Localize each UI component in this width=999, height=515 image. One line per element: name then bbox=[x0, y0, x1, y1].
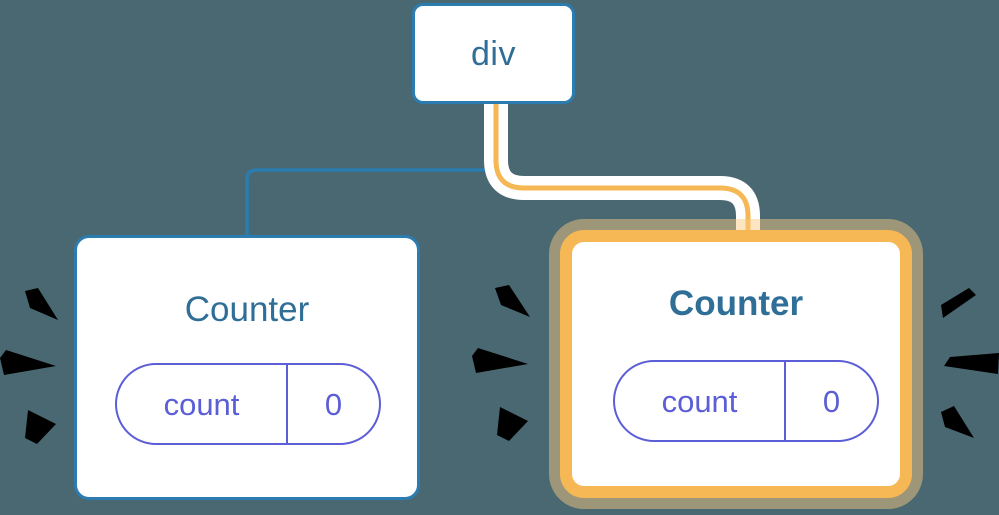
state-value-label: 0 bbox=[286, 365, 379, 443]
spark-right-orange bbox=[941, 288, 999, 438]
spark-ray bbox=[0, 350, 56, 375]
node-counter-left-title: Counter bbox=[184, 290, 310, 329]
spark-middle-orange bbox=[472, 285, 530, 441]
node-counter-right[interactable]: Counter count 0 bbox=[560, 230, 912, 498]
state-key-label: count bbox=[163, 386, 240, 422]
edge-div-to-counter-right bbox=[493, 101, 751, 243]
state-value-label: 0 bbox=[784, 362, 877, 440]
state-pill-count-right[interactable]: count 0 bbox=[613, 360, 879, 442]
edge-div-to-counter-right-halo bbox=[484, 92, 760, 248]
spark-ray bbox=[25, 288, 58, 320]
node-div-label: div bbox=[471, 34, 516, 73]
spark-ray bbox=[25, 410, 56, 444]
node-div[interactable]: div bbox=[412, 3, 575, 104]
node-counter-left[interactable]: Counter count 0 bbox=[74, 235, 420, 500]
spark-left-white bbox=[0, 288, 58, 444]
node-counter-right-title: Counter bbox=[668, 284, 804, 323]
state-pill-count-left[interactable]: count 0 bbox=[115, 363, 381, 445]
spark-ray bbox=[944, 353, 999, 374]
spark-ray bbox=[472, 348, 528, 373]
spark-ray bbox=[941, 406, 974, 438]
spark-ray bbox=[941, 288, 976, 318]
edge-div-to-counter-left bbox=[245, 102, 494, 238]
spark-ray bbox=[495, 285, 530, 317]
state-key-label: count bbox=[661, 383, 738, 419]
spark-ray bbox=[497, 407, 528, 441]
